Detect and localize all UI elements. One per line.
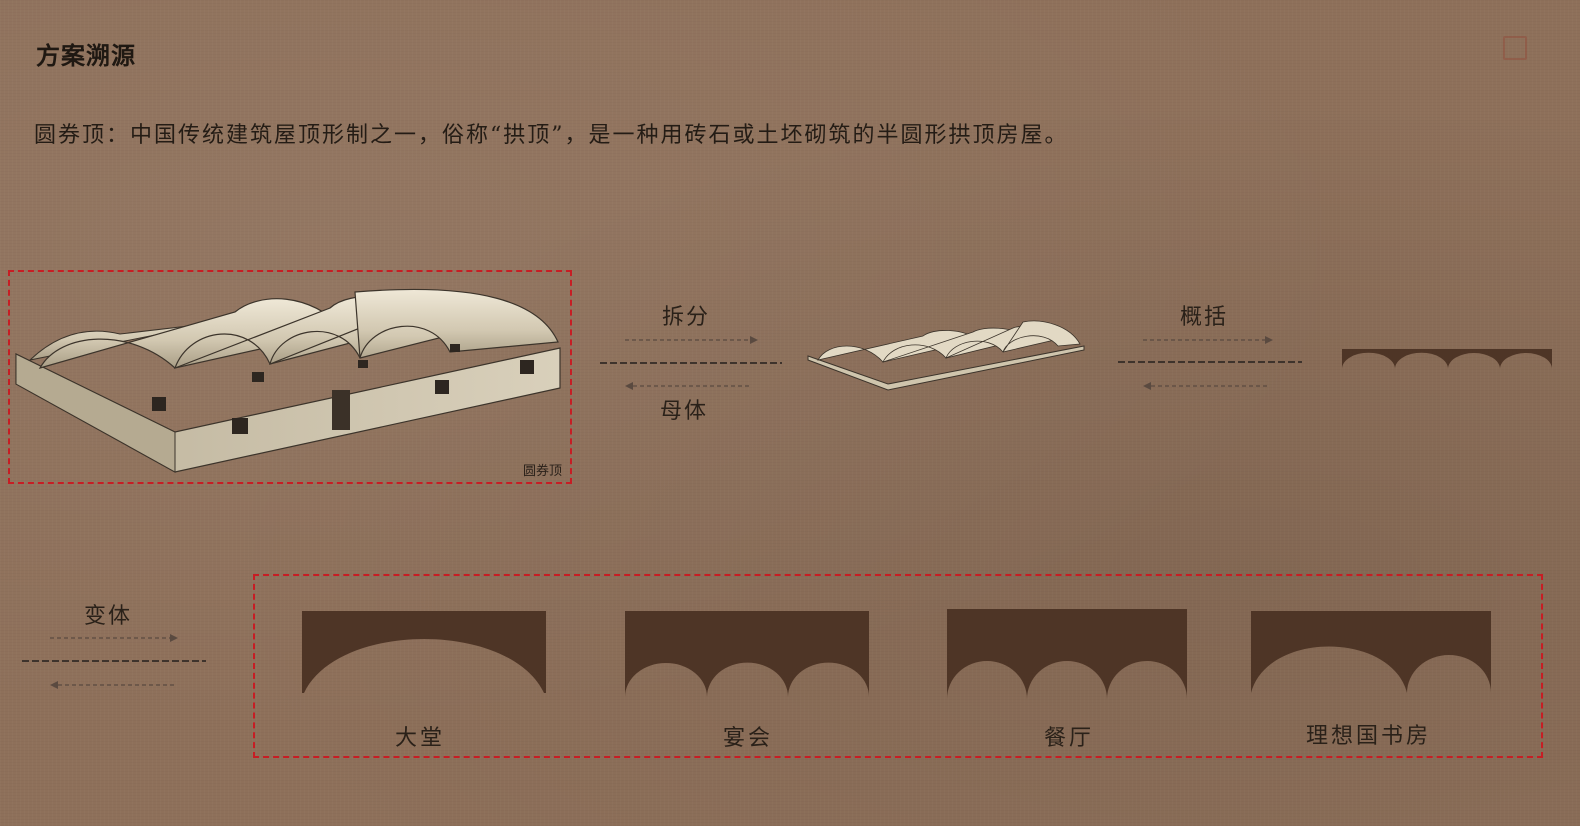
- parent-label: 母体: [660, 399, 709, 424]
- summarize-arrows-icon: [1118, 336, 1302, 390]
- vault-building-illustration: [15, 288, 561, 473]
- seal-stamp: [1503, 36, 1527, 60]
- variant-arch-banquet: [625, 611, 869, 697]
- variant-label-banquet: 宴会: [723, 726, 774, 751]
- abstract-arch-strip: [1342, 349, 1552, 369]
- vault-illustration-frame: 圆券顶: [8, 270, 572, 484]
- variant-arch-lobby: [302, 611, 546, 693]
- split-arrows-icon: [600, 336, 782, 390]
- description-text: 圆券顶：中国传统建筑屋顶形制之一，俗称“拱顶”，是一种用砖石或土坯砌筑的半圆形拱…: [34, 123, 1069, 148]
- summarize-label: 概括: [1180, 305, 1229, 330]
- split-label: 拆分: [662, 305, 711, 330]
- variant-label: 变体: [84, 604, 133, 629]
- variant-label-lobby: 大堂: [395, 726, 446, 751]
- small-vault-illustration: [807, 320, 1085, 391]
- variant-arch-restaurant: [947, 609, 1187, 699]
- variants-frame: 大堂 宴会 餐厅 理想国书房: [253, 574, 1543, 758]
- variant-label-restaurant: 餐厅: [1044, 726, 1095, 751]
- vault-illustration-caption: 圆券顶: [522, 464, 562, 479]
- page-title: 方案溯源: [36, 41, 136, 70]
- variant-arrows-icon: [22, 634, 206, 689]
- variant-label-library: 理想国书房: [1306, 724, 1432, 749]
- variant-arch-library: [1251, 611, 1491, 693]
